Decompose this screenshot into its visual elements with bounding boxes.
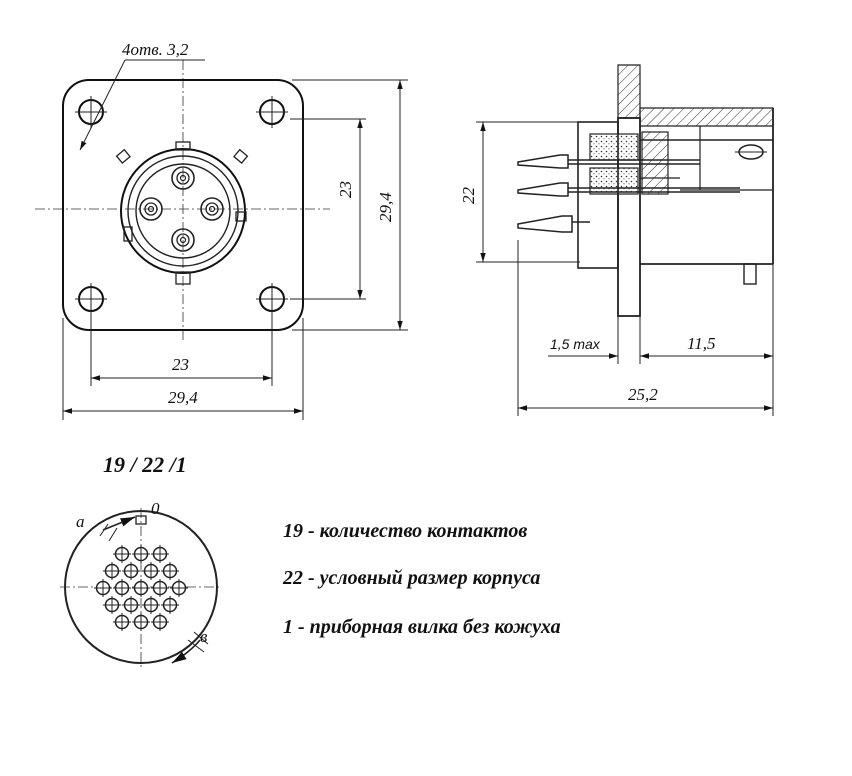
layout-contact [113,579,131,597]
layout-contact [161,562,179,580]
layout-contact [151,579,169,597]
insulator-upper [589,133,639,161]
label-o: 0 [151,499,160,518]
dim-horizontal-outer: 29,4 [168,388,198,407]
layout-contact [103,562,121,580]
layout-contact [151,613,169,631]
layout-contact [94,579,112,597]
contact-top [171,166,195,190]
legend-body-size: 22 - условный размер корпуса [282,567,540,589]
layout-contact [122,596,140,614]
layout-contact [161,596,179,614]
label-a: а [76,512,85,531]
layout-contact [132,545,150,563]
dim-total: 25,2 [628,385,658,404]
dim-horizontal-inner: 23 [172,355,189,374]
layout-contact [132,579,150,597]
flange-outline [62,79,304,331]
insulator-lower [589,167,639,195]
layout-contact [142,562,160,580]
dim-body: 11,5 [687,334,716,353]
layout-contact [122,562,140,580]
layout-contact [103,596,121,614]
layout-contact [113,545,131,563]
front-view: 4отв. 3,2 23 29,4 23 29,4 [35,40,408,420]
layout-contacts [94,545,188,631]
dim-vertical-outer: 29,4 [376,192,395,222]
legend-contacts-count: 19 - количество контактов [283,520,527,542]
layout-contact [132,613,150,631]
side-view: 22 1,5 max 11,5 25,2 [459,64,774,416]
receptacle-outer-ring [120,148,246,274]
label-b: в [200,627,208,646]
dim-flange: 1,5 max [550,336,601,352]
contact-left [139,197,163,221]
legend-plug-type: 1 - приборная вилка без кожуха [283,616,561,638]
flange-plate [617,64,641,119]
contact-layout: а 0 в [60,499,222,668]
contact-bottom [171,228,195,252]
layout-contact [142,596,160,614]
layout-contact [170,579,188,597]
designation-code: 19 / 22 /1 [103,452,187,477]
hole-note: 4отв. 3,2 [122,40,189,59]
layout-contact [113,613,131,631]
contact-right [200,197,224,221]
layout-contact [151,545,169,563]
dim-height: 22 [459,187,478,205]
dim-vertical-inner: 23 [336,181,355,198]
